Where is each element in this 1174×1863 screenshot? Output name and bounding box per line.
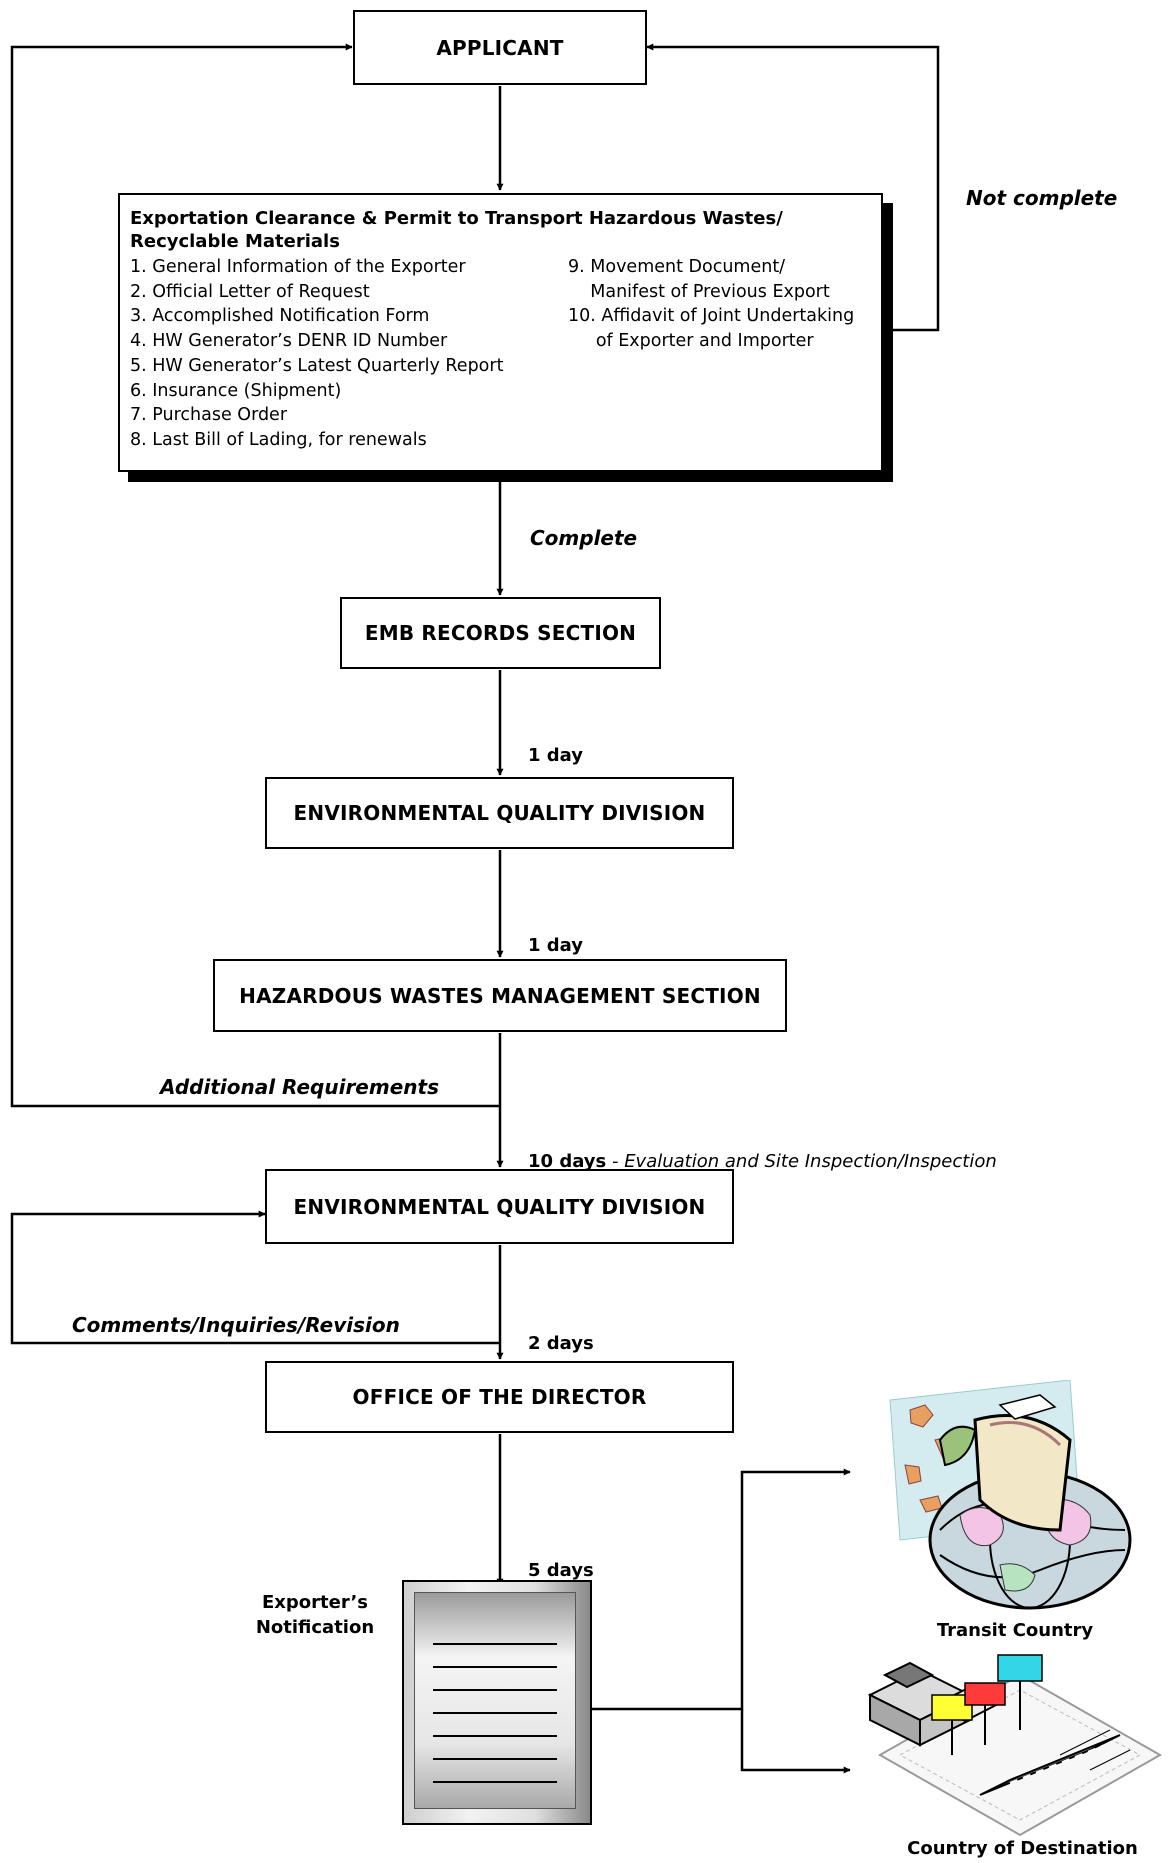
requirement-item: 7. Purchase Order [130, 405, 288, 426]
not-complete-label: Not complete [966, 186, 1118, 210]
eqd-box-2: ENVIRONMENTAL QUALITY DIVISION [265, 1169, 734, 1244]
hwms-box: HAZARDOUS WASTES MANAGEMENT SECTION [213, 959, 787, 1032]
eqd-label-2: ENVIRONMENTAL QUALITY DIVISION [293, 1194, 706, 1219]
transit-country-label: Transit Country [936, 1620, 1094, 1641]
duration-label: 5 days [528, 1560, 594, 1581]
comments-label: Comments/Inquiries/Revision [72, 1313, 400, 1337]
requirements-title: Exportation Clearance & Permit to Transp… [130, 208, 783, 252]
requirements-right-list: 9. Movement Document/ Manifest of Previo… [568, 255, 868, 453]
hwms-label: HAZARDOUS WASTES MANAGEMENT SECTION [239, 983, 761, 1008]
requirement-item: 6. Insurance (Shipment) [130, 380, 342, 401]
emb-records-label: EMB RECORDS SECTION [364, 621, 637, 645]
globe-ship-icon [889, 1380, 1132, 1610]
duration-label: 10 days [528, 1151, 607, 1172]
director-label: OFFICE OF THE DIRECTOR [352, 1385, 647, 1409]
requirement-item: 1. General Information of the Exporter [130, 257, 466, 277]
requirement-item: 2. Official Letter of Request [130, 281, 370, 302]
applicant-label: APPLICANT [436, 35, 564, 60]
requirement-item: 3. Accomplished Notification Form [130, 306, 430, 327]
eqd-label-1: ENVIRONMENTAL QUALITY DIVISION [293, 801, 706, 825]
requirement-item: 5. HW Generator’s Latest Quarterly Repor… [130, 355, 504, 376]
eqd-box-1: ENVIRONMENTAL QUALITY DIVISION [265, 777, 734, 849]
emb-records-box: EMB RECORDS SECTION [340, 597, 661, 669]
destination-country-label: Country of Destination [907, 1838, 1138, 1859]
duration-label: 2 days [528, 1333, 594, 1354]
notification-document-icon [402, 1580, 592, 1825]
evaluation-desc: - Evaluation and Site Inspection/Inspect… [606, 1151, 997, 1172]
duration-label: 1 day [528, 935, 584, 956]
exporter-notification-label: Exporter’s Notification [255, 1592, 375, 1638]
requirement-item: 9. Movement Document/ [568, 257, 786, 277]
requirements-left-list: 1. General Information of the Exporter 2… [130, 255, 568, 453]
airport-flags-icon [867, 1654, 1163, 1837]
requirement-item: of Exporter and Importer [568, 331, 814, 352]
applicant-box: APPLICANT [353, 10, 647, 85]
evaluation-label: 10 days - Evaluation and Site Inspection… [528, 1148, 997, 1172]
requirement-item: 4. HW Generator’s DENR ID Number [130, 331, 448, 352]
requirements-box: Exportation Clearance & Permit to Transp… [118, 193, 883, 472]
requirement-item: 10. Affidavit of Joint Undertaking [568, 306, 855, 327]
duration-label: 1 day [528, 745, 584, 766]
director-box: OFFICE OF THE DIRECTOR [265, 1361, 734, 1433]
requirement-item: 8. Last Bill of Lading, for renewals [130, 429, 427, 450]
additional-requirements-label: Additional Requirements [160, 1075, 439, 1099]
requirement-item: Manifest of Previous Export [568, 281, 830, 302]
complete-label: Complete [530, 526, 638, 550]
